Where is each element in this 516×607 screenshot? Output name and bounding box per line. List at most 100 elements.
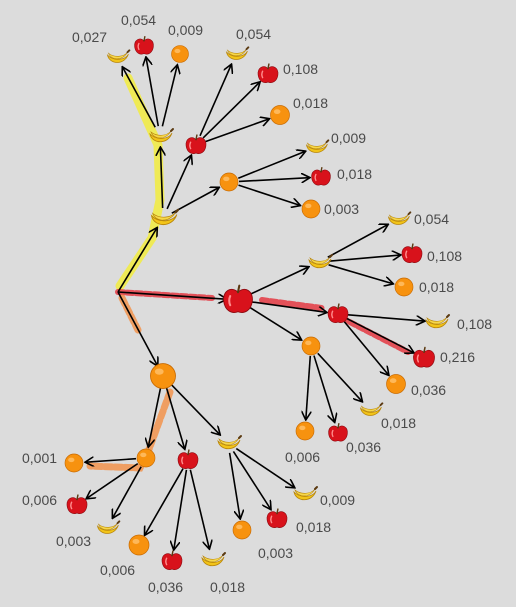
apple-icon [161,550,183,571]
edge-banana_apple-to-banana_apple_orange [205,119,268,143]
orange-icon [232,520,252,540]
probability-label-apple-apple-apple: 0,216 [440,349,475,365]
probability-label-orange-banana-orange: 0,003 [258,545,293,561]
orange-icon [386,374,406,394]
orange-icon [128,534,150,556]
edge-orange_apple-to-orange_apple_orange [145,468,184,535]
orange-icon [301,336,321,356]
probability-label-orange-orange-apple: 0,006 [22,492,57,508]
probability-label-banana-banana-apple: 0,054 [121,12,156,28]
probability-label-orange-banana-banana: 0,009 [320,492,355,508]
edge-apple_orange-to-apple_orange_orange [306,355,310,419]
probability-label-banana-orange-banana: 0,009 [331,130,366,146]
apple-icon [310,166,332,186]
banana-icon [359,402,384,417]
edge-orange_banana-to-orange_banana_apple [232,450,270,509]
edge-banana_banana-to-banana_banana_apple [146,58,160,127]
edge-orange_orange-to-orange_orange_apple [87,462,139,499]
probability-label-orange-banana-apple: 0,018 [296,519,331,535]
apple-icon [177,449,199,470]
probability-label-orange-apple-banana: 0,018 [210,579,245,595]
orange-icon [171,45,189,63]
probability-label-orange-apple-orange: 0,006 [100,562,135,578]
edge-banana-to-banana_apple [166,156,191,210]
probability-label-apple-orange-orange: 0,006 [285,449,320,465]
probability-labels: 0,027 0,054 0,009 0,054 0,108 0,018 0,009 0,018… [22,12,492,595]
edge-orange-to-orange_orange [148,385,162,446]
edge-orange-to-orange_banana [169,382,220,434]
edge-apple_banana-to-apple_banana_apple [328,255,400,262]
apple-icon [222,284,254,314]
edge-apple_apple-to-apple_apple_banana [347,314,424,321]
apple-icon [257,63,279,84]
edge-apple-to-apple_banana [246,267,308,297]
probability-label-apple-apple-orange: 0,036 [411,382,446,398]
orange-icon [301,199,321,219]
banana-icon [96,520,121,535]
apple-icon [266,508,288,529]
apple-icon [327,422,349,442]
banana-icon [293,486,318,501]
edge-root-to-apple [117,291,226,299]
orange-icon [64,453,84,473]
edge-banana_banana-to-banana_banana_banana [123,68,156,128]
edge-orange_orange-to-orange_orange_orange [86,459,137,462]
edge-orange_apple-to-orange_apple_banana [189,469,209,549]
probability-label-apple-orange-apple: 0,036 [346,439,381,455]
edge-root-to-orange [117,291,157,365]
probability-label-orange-apple-apple: 0,036 [148,579,183,595]
edge-banana-to-banana_banana [160,148,162,209]
edge-apple_apple-to-apple_apple_apple [346,317,413,353]
banana-icon [106,49,131,64]
probability-label-apple-banana-apple: 0,108 [427,248,462,264]
probability-label-banana-apple-apple: 0,108 [283,61,318,77]
apple-icon [401,243,423,264]
edge-orange_orange-to-orange_orange_banana [113,466,142,518]
probability-label-apple-banana-orange: 0,018 [419,279,454,295]
edge-apple_orange-to-apple_orange_apple [313,355,334,422]
probability-label-banana-banana-orange: 0,009 [168,22,203,38]
edge-banana_apple-to-banana_apple_apple [202,82,259,139]
probability-label-banana-apple-banana: 0,054 [236,26,271,42]
apple-icon [185,134,207,155]
edge-banana_orange-to-banana_orange_banana [237,151,305,180]
edge-root-to-banana [117,228,157,293]
probability-label-apple-banana-banana: 0,054 [414,211,449,227]
banana-icon [305,139,330,154]
banana-icon [201,552,226,567]
orange-icon [149,362,177,390]
edge-banana_apple-to-banana_apple_banana [199,65,231,137]
apple-icon [66,494,88,515]
edge-apple-to-apple_orange [246,304,300,339]
apple-icon [133,35,155,55]
edge-banana_orange-to-banana_orange_apple [238,178,309,182]
orange-icon [394,277,414,297]
orange-icon [136,448,156,468]
apple-highlight [115,289,411,355]
apple-icon [412,346,436,368]
probability-label-banana-orange-orange: 0,003 [324,201,359,217]
edge-orange-to-orange_apple [165,385,185,449]
probability-label-banana-orange-apple: 0,018 [337,166,372,182]
banana-icon [387,211,412,226]
banana-icon [425,314,450,329]
orange-icon [295,421,315,441]
edge-apple_banana-to-apple_banana_banana [327,225,388,258]
probability-label-banana-apple-orange: 0,018 [293,95,328,111]
probability-label-orange-orange-banana: 0,003 [56,533,91,549]
edge-banana_banana-to-banana_banana_orange [161,66,177,127]
orange-icon [219,172,239,192]
edge-orange_banana-to-orange_banana_banana [235,447,294,488]
probability-label-apple-apple-banana: 0,108 [457,316,492,332]
probability-label-orange-orange-orange: 0,001 [22,450,57,466]
edge-apple_orange-to-apple_orange_banana [317,352,362,401]
tree-edges [86,58,424,549]
edge-apple-to-apple_apple [247,300,326,312]
probability-label-apple-orange-banana: 0,018 [381,415,416,431]
probability-label-banana-banana-banana: 0,027 [72,29,107,45]
edge-apple_apple-to-apple_apple_orange [343,321,388,375]
edge-banana-to-banana_orange [171,188,219,214]
orange-icon [270,105,290,125]
edge-orange_apple-to-orange_apple_apple [174,469,188,549]
